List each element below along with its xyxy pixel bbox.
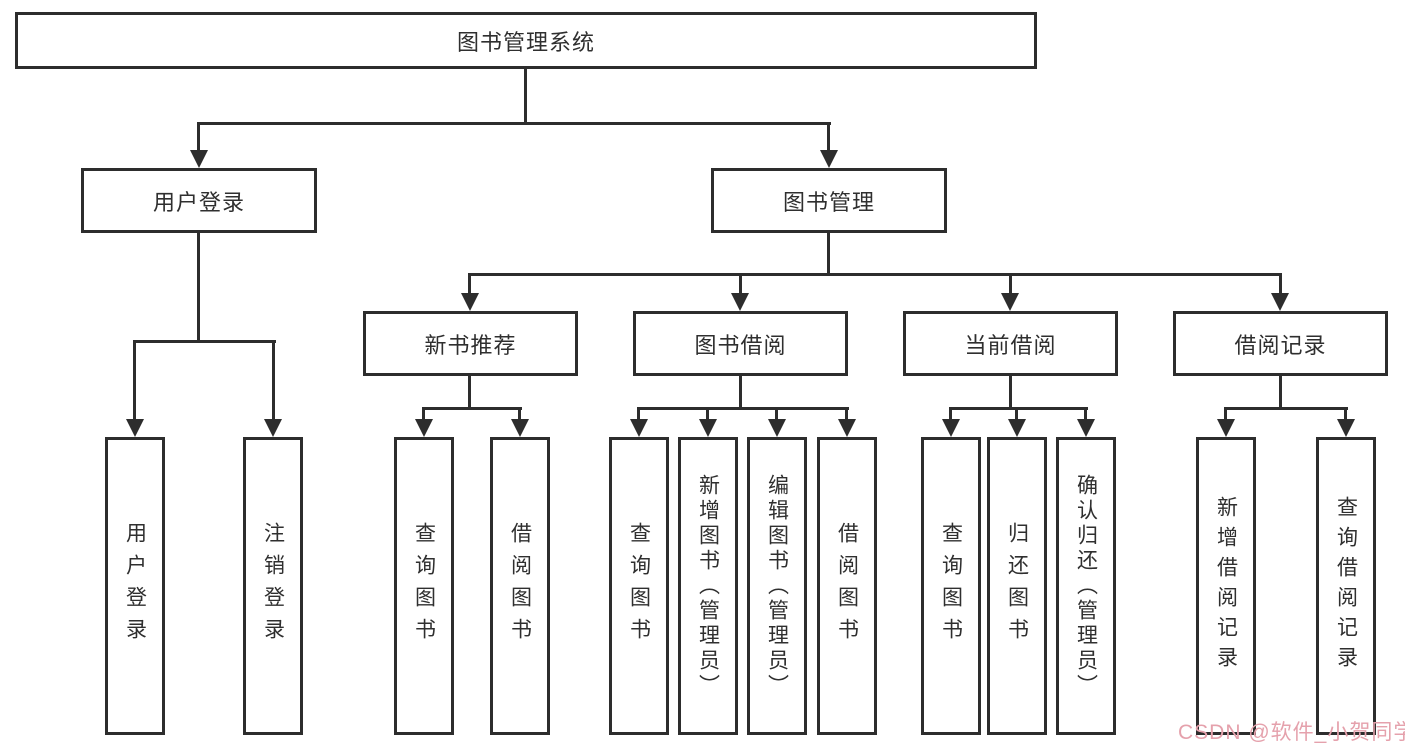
connector-level3-shaft [739,273,742,294]
connector-root-trunk [524,69,527,125]
connector-leaf-shaft [637,407,640,421]
connector-leaf-shaft [133,340,136,421]
arrow-leaf-icon [942,419,960,437]
connector-borrow-records-rail [1224,407,1348,410]
node-borrow-records: 借阅记录 [1173,311,1388,376]
connector-level3-shaft [1279,273,1282,294]
connector-leaf-shaft [518,407,521,421]
arrow-leaf-icon [264,419,282,437]
connector-book-borrow-trunk [739,376,742,410]
arrow-level3-icon [1271,293,1289,311]
connector-leaf-shaft [775,407,778,421]
leaf-add-borrow-record: 新增借阅记录 [1196,437,1256,735]
arrow-leaf-icon [1008,419,1026,437]
leaf-query-borrow-record: 查询借阅记录 [1316,437,1376,735]
connector-leaf-shaft [422,407,425,421]
connector-user-login-rail [133,340,276,343]
node-book-mgmt: 图书管理 [711,168,947,233]
connector-leaf-shaft [706,407,709,421]
connector-borrow-records-trunk [1279,376,1282,410]
leaf-return-book: 归还图书 [987,437,1047,735]
connector-leaf-shaft [1084,407,1087,421]
connector-leaf-shaft [272,340,275,421]
connector-book-mgmt-trunk [827,233,830,276]
arrow-leaf-icon [838,419,856,437]
leaf-logout: 注销登录 [243,437,303,735]
connector-level3-shaft [468,273,471,294]
csdn-watermark: CSDN @软件_小贺同学 [1178,721,1405,744]
arrow-leaf-icon [1337,419,1355,437]
arrow-leaf-icon [126,419,144,437]
connector-leaf-shaft [1344,407,1347,421]
leaf-confirm-return-admin: 确认归还（管理员） [1056,437,1116,735]
node-book-borrow: 图书借阅 [633,311,848,376]
connector-leaf-shaft [845,407,848,421]
arrow-leaf-icon [415,419,433,437]
node-current-borrow: 当前借阅 [903,311,1118,376]
connector-book-borrow-rail [637,407,849,410]
connector-level2-rail [197,122,831,125]
connector-new-book-trunk [468,376,471,410]
leaf-query-book: 查询图书 [609,437,669,735]
arrow-leaf-icon [511,419,529,437]
arrow-leaf-icon [1217,419,1235,437]
connector-level3-shaft [1009,273,1012,294]
leaf-query-book: 查询图书 [394,437,454,735]
leaf-edit-book-admin: 编辑图书（管理员） [747,437,807,735]
leaf-user-login: 用户登录 [105,437,165,735]
connector-new-book-rail [422,407,522,410]
leaf-query-book: 查询图书 [921,437,981,735]
arrow-leaf-icon [768,419,786,437]
leaf-borrow-book: 借阅图书 [817,437,877,735]
connector-user-login-shaft [197,122,200,153]
arrow-leaf-icon [699,419,717,437]
connector-user-login-trunk [197,233,200,343]
connector-leaf-shaft [1015,407,1018,421]
node-root: 图书管理系统 [15,12,1037,69]
arrow-book-mgmt-icon [820,150,838,168]
connector-book-mgmt-shaft [827,122,830,153]
connector-current-borrow-rail [949,407,1088,410]
leaf-borrow-book: 借阅图书 [490,437,550,735]
arrow-level3-icon [731,293,749,311]
connector-leaf-shaft [1224,407,1227,421]
arrow-leaf-icon [1077,419,1095,437]
arrow-level3-icon [461,293,479,311]
connector-level3-rail [468,273,1282,276]
arrow-user-login-icon [190,150,208,168]
leaf-add-book-admin: 新增图书（管理员） [678,437,738,735]
node-user-login: 用户登录 [81,168,317,233]
arrow-level3-icon [1001,293,1019,311]
connector-leaf-shaft [949,407,952,421]
arrow-leaf-icon [630,419,648,437]
connector-current-borrow-trunk [1009,376,1012,410]
node-new-book-rec: 新书推荐 [363,311,578,376]
